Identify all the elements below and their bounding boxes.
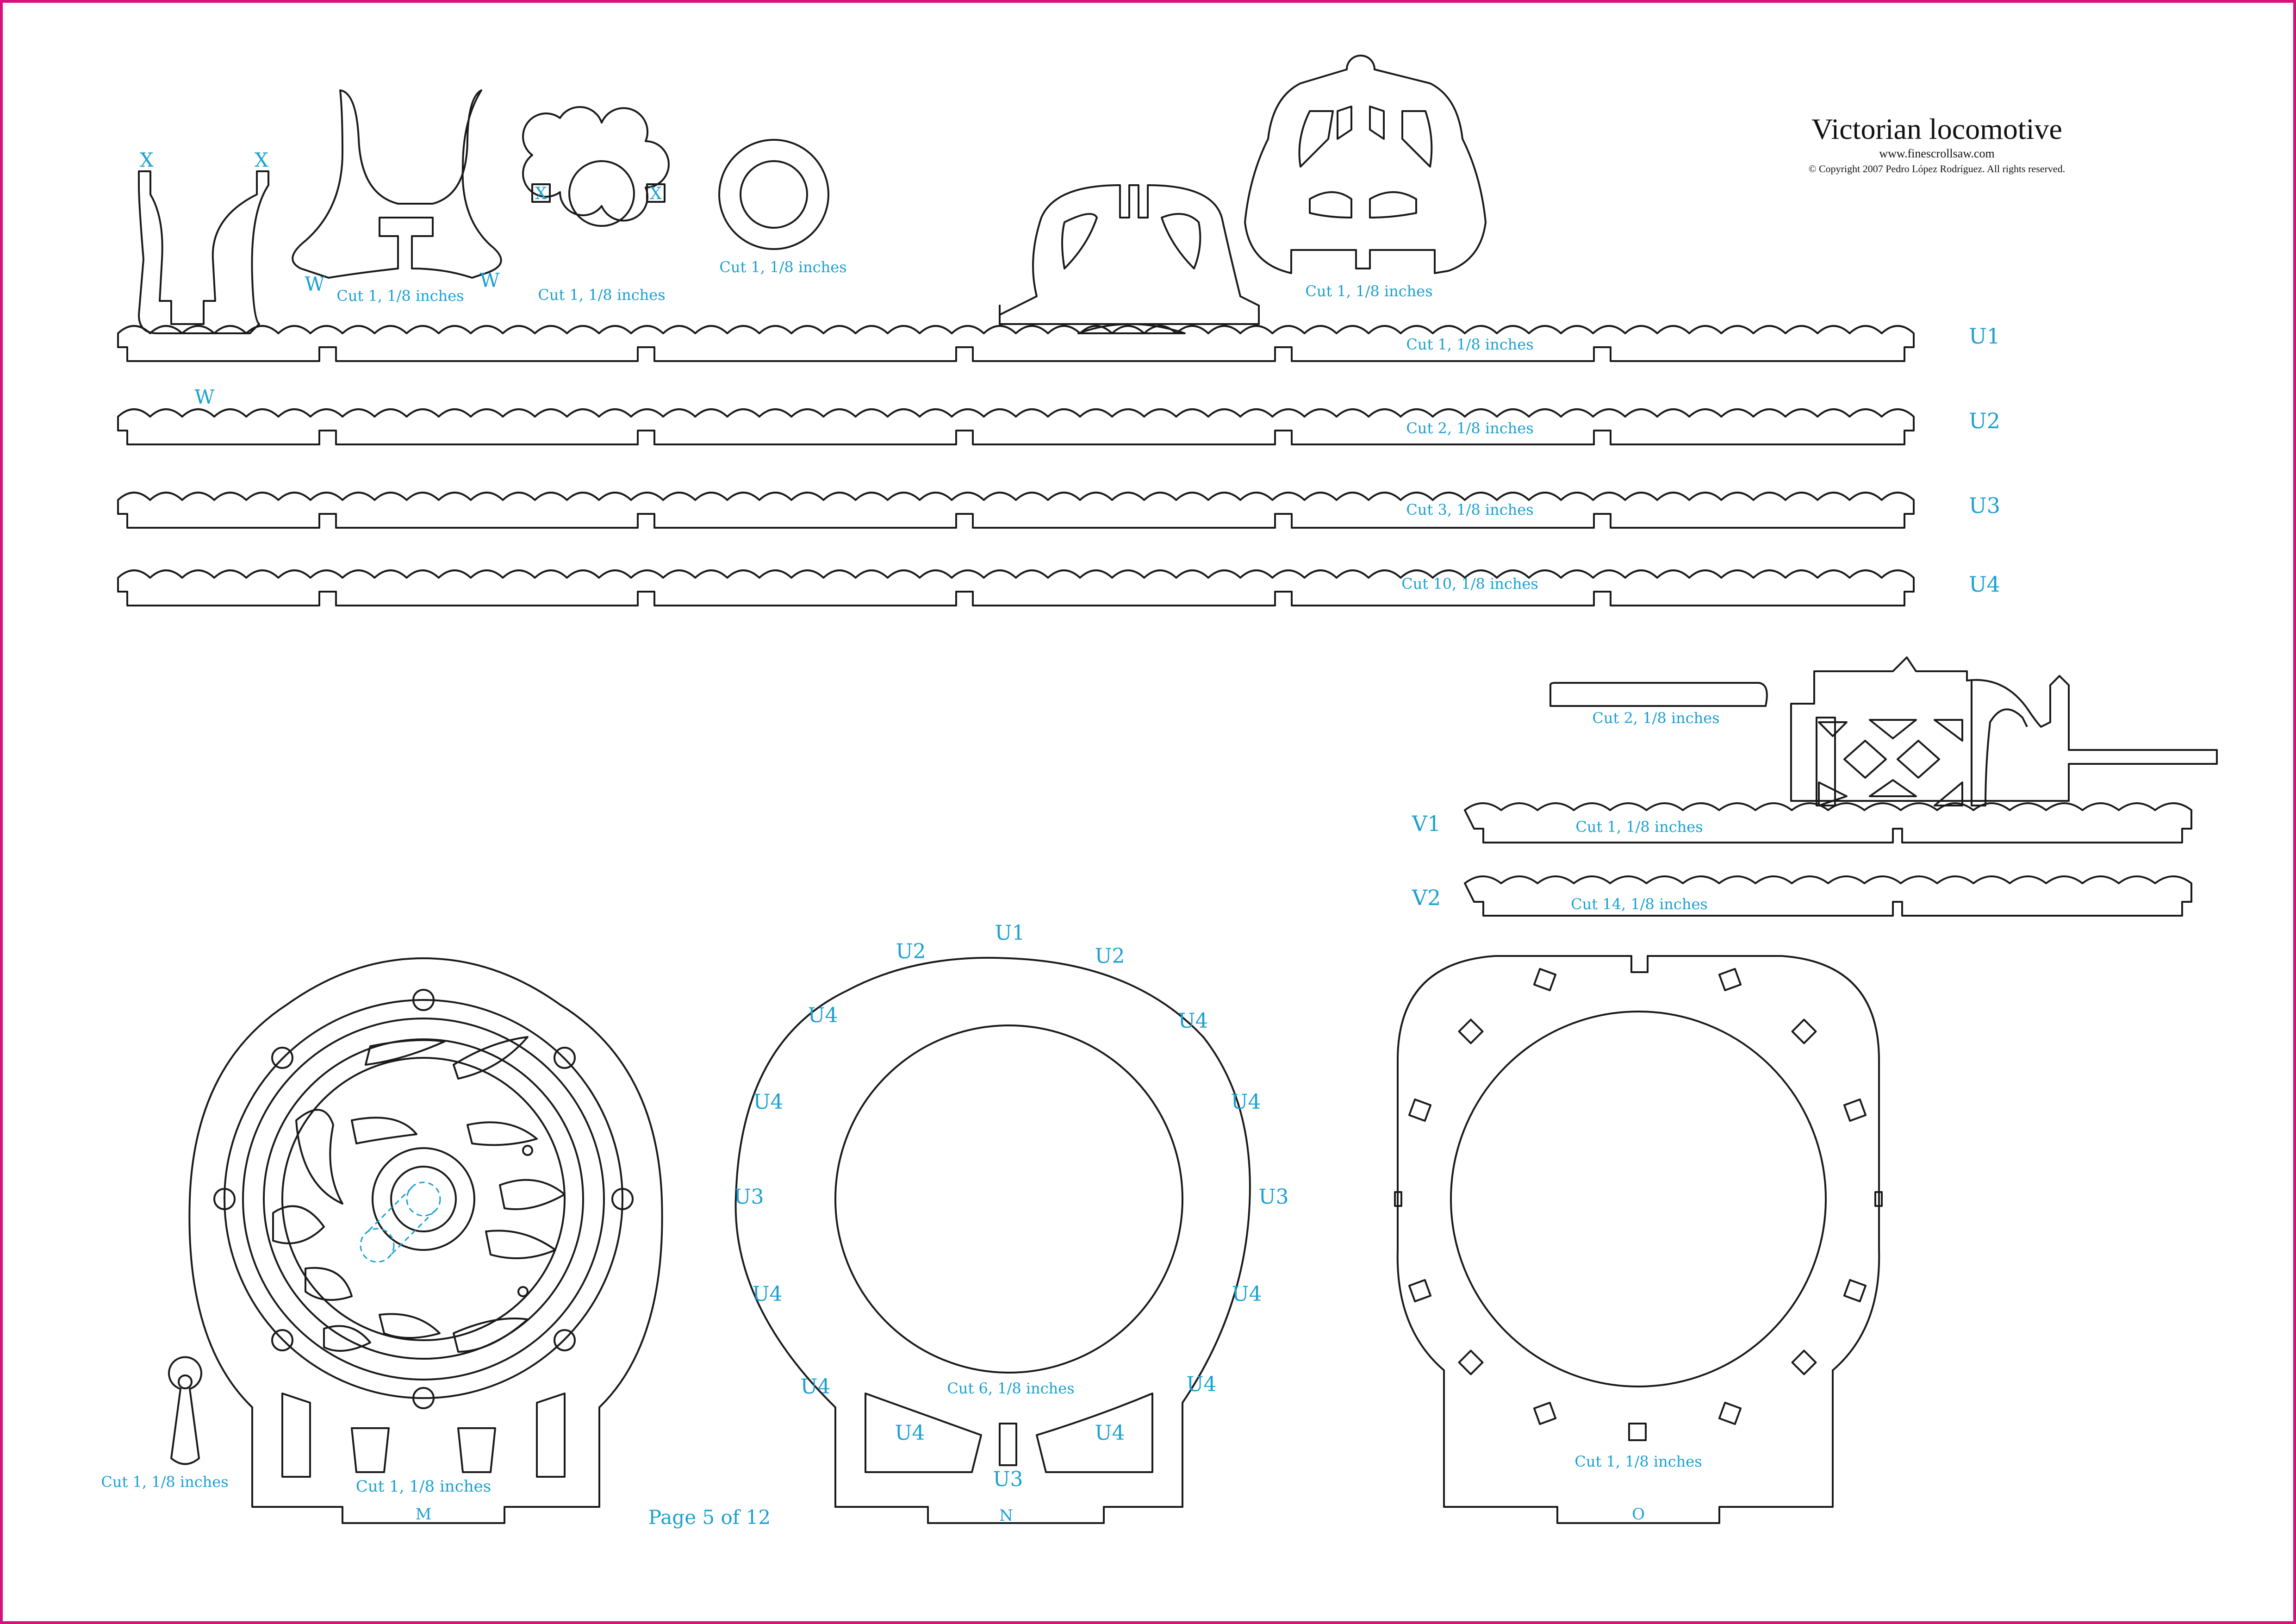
part-panel-o: Cut 1, 1/8 inches O	[1394, 955, 1883, 1524]
slot-label-u2: U2	[896, 940, 926, 963]
slot-label-u4: U4	[1095, 1421, 1125, 1445]
part-bell: Cut 1, 1/8 inches	[1244, 55, 1487, 300]
ring-cut-label: Cut 1, 1/8 inches	[719, 258, 846, 276]
part-panel-n: Cut 6, 1/8 inches N U1 U2 U2 U4 U4 U4 U4…	[734, 921, 1288, 1525]
slot-label-u4: U4	[1178, 1009, 1208, 1033]
v-strip-cut-label: Cut 14, 1/8 inches	[1571, 895, 1708, 913]
x-mark: X	[140, 149, 154, 171]
slot-label-u4: U4	[895, 1421, 925, 1445]
yoke-cut-label: Cut 1, 1/8 inches	[336, 287, 464, 305]
panel-m-cut-label: Cut 1, 1/8 inches	[356, 1477, 491, 1496]
bell-cut-label: Cut 1, 1/8 inches	[1305, 282, 1432, 300]
v-strip-cut-label: Cut 1, 1/8 inches	[1575, 818, 1703, 836]
part-yoke: W W Cut 1, 1/8 inches	[292, 89, 502, 305]
strip-outline	[117, 325, 1915, 362]
slot-label-u3: U3	[993, 1468, 1023, 1491]
key-cut-label: Cut 1, 1/8 inches	[101, 1473, 228, 1491]
strip-outline	[117, 569, 1915, 606]
slot-label-u4: U4	[753, 1090, 783, 1114]
pattern-title: Victorian locomotive	[1811, 112, 2062, 145]
part-x-bracket: X X	[138, 149, 269, 334]
part-plain-ring: Cut 1, 1/8 inches	[718, 139, 847, 276]
slot-label-u4: U4	[1232, 1282, 1262, 1306]
strip-outline	[117, 408, 1915, 445]
panel-o-cut-label: Cut 1, 1/8 inches	[1574, 1453, 1702, 1470]
flower-cut-label: Cut 1, 1/8 inches	[538, 286, 665, 304]
copyright: © Copyright 2007 Pedro López Rodríguez. …	[1809, 163, 2065, 175]
strip-id: U1	[1969, 324, 2000, 349]
strip-outline	[117, 492, 1915, 529]
strip-cut-label: Cut 3, 1/8 inches	[1406, 501, 1533, 518]
website: www.finescrollsaw.com	[1879, 147, 1994, 160]
slot-label-u4: U4	[800, 1375, 830, 1399]
slot-label-u4: U4	[1186, 1373, 1216, 1396]
v-strip-outline	[1464, 875, 2192, 917]
strip-id: U2	[1969, 408, 2000, 433]
v-bar-cut-label: Cut 2, 1/8 inches	[1592, 709, 1719, 727]
panel-n-id: N	[999, 1506, 1013, 1525]
slot-label-u4: U4	[752, 1282, 782, 1306]
part-cab-front	[999, 184, 1260, 334]
strip-cut-label: Cut 2, 1/8 inches	[1406, 419, 1533, 437]
part-panel-m: Cut 1, 1/8 inches M	[188, 957, 663, 1524]
slot-label-u3: U3	[734, 1185, 764, 1209]
strip-id: U4	[1969, 572, 2000, 597]
panel-n-cut-label: Cut 6, 1/8 inches	[947, 1380, 1074, 1397]
slot-label-u4: U4	[1231, 1090, 1261, 1114]
slot-label-u2: U2	[1095, 944, 1125, 968]
w-mark: W	[479, 269, 500, 292]
part-v1-engine	[1790, 656, 2218, 806]
strip-cut-label: Cut 10, 1/8 inches	[1401, 575, 1538, 593]
part-flower-ring: X X Cut 1, 1/8 inches	[522, 106, 670, 304]
v-strip-id: V1	[1412, 811, 1441, 836]
x-mark: X	[535, 184, 547, 203]
v-strip-outline	[1464, 802, 2192, 843]
part-v-bar: Cut 2, 1/8 inches	[1549, 682, 1768, 727]
x-mark: X	[650, 184, 662, 203]
slot-label-u3: U3	[1258, 1185, 1288, 1209]
panel-m-id: M	[416, 1505, 432, 1524]
v-strip-id: V2	[1412, 885, 1441, 910]
x-mark: X	[255, 149, 268, 171]
page-number: Page 5 of 12	[648, 1506, 771, 1529]
strip-id: U3	[1969, 493, 2000, 518]
part-keyhole: Cut 1, 1/8 inches	[101, 1356, 229, 1491]
strip-cut-label: Cut 1, 1/8 inches	[1406, 336, 1533, 353]
slot-label-u1: U1	[995, 921, 1025, 945]
w-mark: W	[194, 386, 215, 408]
slot-label-u4: U4	[808, 1004, 838, 1027]
w-mark: W	[305, 273, 325, 295]
panel-o-id: O	[1632, 1505, 1645, 1524]
